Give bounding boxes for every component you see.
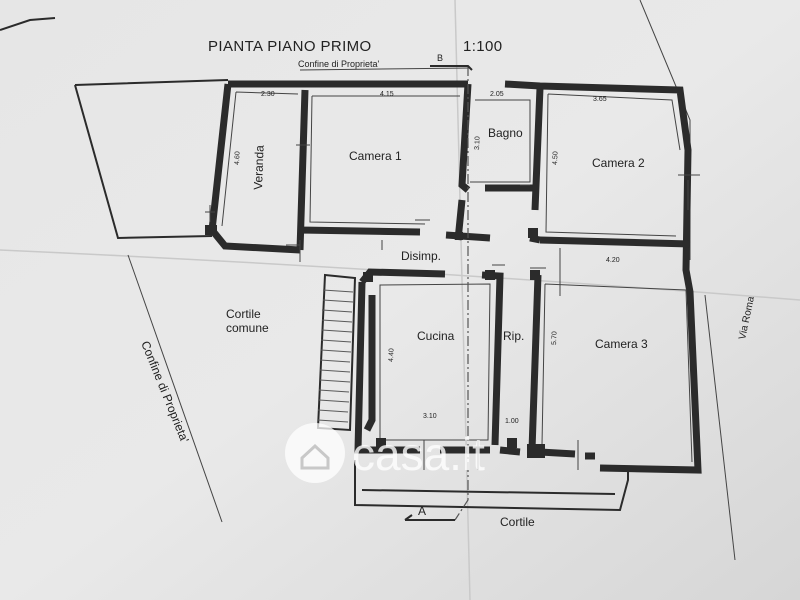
section-marker-b-arrow — [430, 65, 473, 71]
watermark: casa.it — [285, 423, 485, 483]
inner-wall-lines — [221, 91, 460, 227]
section-marker-a: A — [418, 504, 426, 518]
plan-scale: 1:100 — [463, 38, 503, 55]
room-label-bagno: Bagno — [488, 126, 523, 140]
wall-camera1 — [296, 89, 421, 251]
dimension-label: 1.00 — [505, 418, 519, 425]
courtyard-outline — [74, 79, 229, 240]
dimension-label: 3.10 — [474, 136, 481, 150]
wall-stair-side — [363, 295, 376, 432]
wall-camera2 — [531, 87, 691, 248]
room-label-camera3: Camera 3 — [595, 337, 648, 351]
dimension-label: 3.10 — [423, 413, 437, 420]
balcony-inner-line — [361, 489, 616, 495]
plan-title: PIANTA PIANO PRIMO — [208, 38, 372, 55]
boundary-label-top: Confine di Proprieta' — [298, 59, 380, 69]
section-marker-a-arrow — [404, 514, 455, 521]
room-label-camera1: Camera 1 — [349, 149, 402, 163]
room-label-camera2: Camera 2 — [592, 156, 645, 170]
room-label-veranda: Veranda — [251, 145, 267, 190]
dimension-label: 4.20 — [606, 257, 620, 264]
watermark-text: casa.it — [352, 428, 485, 480]
outer-wall-bottom — [354, 281, 595, 460]
inner-wall-camera2 — [545, 93, 681, 237]
boundary-line-left — [127, 254, 223, 523]
door-window-ticks — [205, 144, 700, 470]
section-line — [454, 66, 469, 521]
courtyard-common-label-line1: Cortile — [226, 307, 261, 321]
room-label-disimp: Disimp. — [401, 249, 441, 263]
section-marker-b: B — [437, 53, 443, 63]
dimension-label: 4.40 — [388, 348, 395, 362]
boundary-line-top — [299, 67, 471, 71]
dimension-label: 3.65 — [593, 96, 607, 103]
staircase — [316, 273, 357, 432]
courtyard-common-label-line2: comune — [226, 321, 269, 335]
dimension-label: 4.60 — [234, 151, 241, 165]
dimension-label: 5.70 — [551, 331, 558, 345]
room-label-cucina: Cucina — [417, 329, 455, 343]
dimension-label: 4.15 — [380, 91, 394, 98]
outer-wall-left — [208, 83, 301, 254]
street-line — [704, 294, 736, 561]
dimension-label: 2.30 — [261, 91, 275, 98]
inner-wall-bagno — [470, 99, 531, 183]
room-label-rip: Rip. — [503, 329, 524, 343]
balcony-outline — [354, 460, 629, 512]
outer-wall-top-right — [228, 80, 702, 474]
sheet-border — [0, 17, 56, 31]
inner-wall-camera3 — [541, 283, 693, 463]
dimension-label: 2.05 — [490, 91, 504, 98]
dimension-label: 4.50 — [552, 151, 559, 165]
column-markers — [205, 225, 545, 458]
courtyard-bottom-label: Cortile — [500, 515, 535, 529]
inner-wall-cucina — [379, 283, 491, 441]
